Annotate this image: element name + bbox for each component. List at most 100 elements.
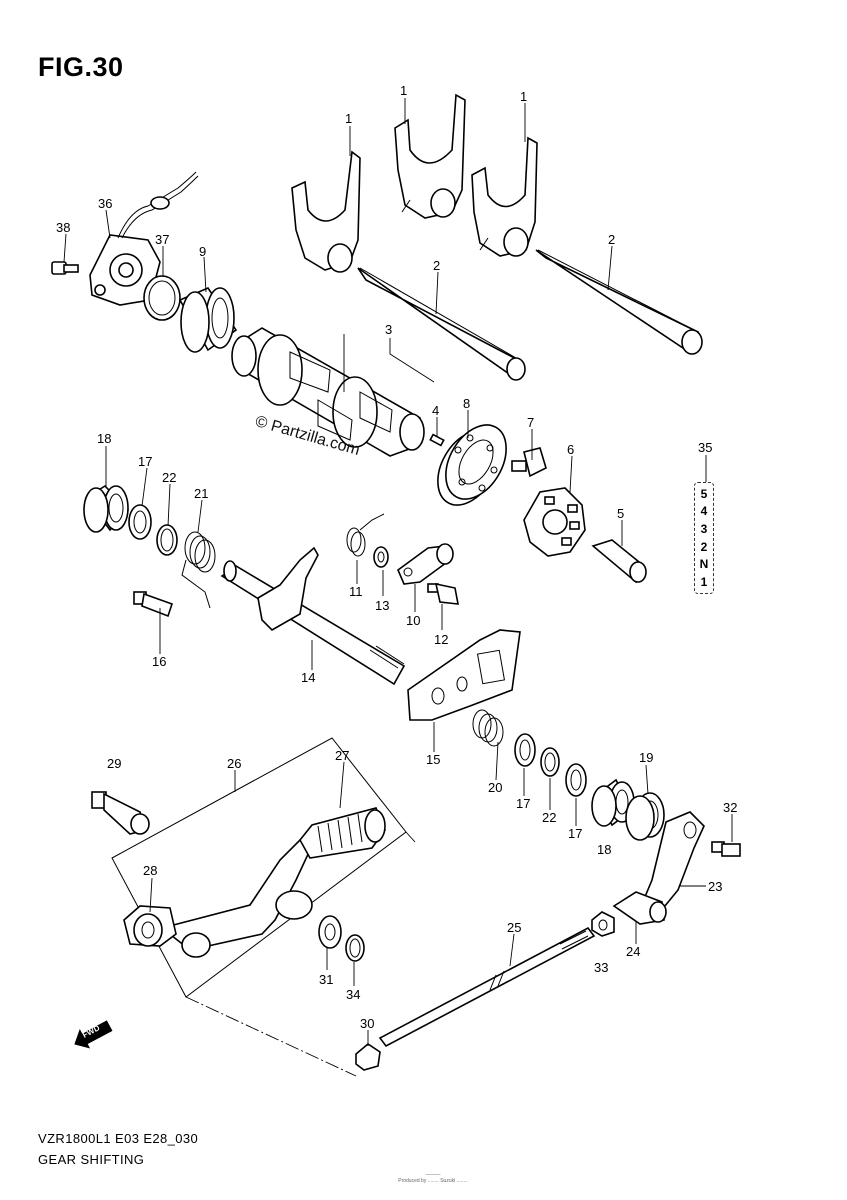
- bearing-9[interactable]: [178, 287, 238, 353]
- stud-16[interactable]: [133, 591, 174, 618]
- joint-24[interactable]: [612, 891, 667, 925]
- label-part-12: 12: [434, 632, 448, 647]
- fork-shaft-right[interactable]: [535, 249, 703, 355]
- small-print-line: ———: [425, 1172, 441, 1178]
- oil-seal-19[interactable]: [625, 792, 665, 841]
- small-print: ——— Produced by ........ Suzuki ........: [368, 1172, 498, 1184]
- circlip-34[interactable]: [345, 934, 365, 962]
- fwd-arrow-icon: [66, 1013, 117, 1057]
- shift-fork-right[interactable]: [471, 136, 538, 257]
- circlip-22-upper[interactable]: [156, 524, 178, 556]
- label-part-17: 17: [516, 796, 530, 811]
- label-part-28: 28: [143, 863, 157, 878]
- label-part-13: 13: [375, 598, 389, 613]
- part-number-labels: 1 1 1 2 2 3 4 5 6 7 8 9 10 11 12 13 14 1…: [56, 83, 737, 1031]
- small-print-line: Produced by ........ Suzuki ........: [398, 1178, 468, 1184]
- model-code: VZR1800L1 E03 E28_030: [38, 1131, 199, 1146]
- label-part-22: 22: [542, 810, 556, 825]
- label-part-18: 18: [97, 431, 111, 446]
- label-part-8: 8: [463, 396, 470, 411]
- label-part-32: 32: [723, 800, 737, 815]
- washer-17-upper[interactable]: [128, 504, 152, 540]
- gearshift-rod-25[interactable]: [378, 926, 596, 1048]
- label-part-17: 17: [568, 826, 582, 841]
- washer-31[interactable]: [318, 915, 342, 949]
- label-part-21: 21: [194, 486, 208, 501]
- label-part-2: 2: [433, 258, 440, 273]
- label-part-25: 25: [507, 920, 521, 935]
- washer-17-lower[interactable]: [565, 763, 587, 797]
- label-part-14: 14: [301, 670, 315, 685]
- bearing-8[interactable]: [425, 414, 518, 515]
- label-part-7: 7: [527, 415, 534, 430]
- gear-shift-cam[interactable]: [231, 327, 425, 457]
- gearshift-arm-23[interactable]: [640, 811, 705, 913]
- label-part-36: 36: [98, 196, 112, 211]
- figure-title: FIG.30: [38, 52, 124, 82]
- pin-4[interactable]: [429, 433, 445, 447]
- label-part-35: 35: [698, 440, 712, 455]
- bolt-12[interactable]: [427, 582, 459, 605]
- sensor-bolt[interactable]: [51, 261, 79, 275]
- label-part-31: 31: [319, 972, 333, 987]
- gearshift-lever-26[interactable]: [160, 838, 313, 958]
- gear-position: 5: [700, 486, 708, 501]
- cam-driven-gear-6[interactable]: [523, 487, 586, 557]
- label-part-1: 1: [520, 89, 527, 104]
- washer-17-mid[interactable]: [514, 733, 536, 767]
- gear-position-sensor[interactable]: [89, 171, 199, 306]
- label-part-19: 19: [639, 750, 653, 765]
- nut-30[interactable]: [355, 1043, 381, 1071]
- label-part-33: 33: [594, 960, 608, 975]
- label-part-1: 1: [345, 111, 352, 126]
- spring-11[interactable]: [346, 513, 385, 557]
- shift-fork-middle[interactable]: [394, 93, 466, 219]
- bearing-18-lower[interactable]: [591, 778, 635, 827]
- label-part-29: 29: [107, 756, 121, 771]
- bolt-7[interactable]: [511, 447, 547, 478]
- label-part-3: 3: [385, 322, 392, 337]
- label-part-24: 24: [626, 944, 640, 959]
- bolt-32[interactable]: [711, 841, 741, 857]
- gear-shift-shaft-14[interactable]: [220, 546, 406, 686]
- pin-5[interactable]: [591, 539, 647, 584]
- label-part-22: 22: [162, 470, 176, 485]
- label-part-38: 38: [56, 220, 70, 235]
- gear-position: N: [699, 557, 709, 572]
- o-ring-37[interactable]: [143, 275, 181, 321]
- cam-stopper-10[interactable]: [397, 543, 454, 585]
- section-name: GEAR SHIFTING: [38, 1152, 145, 1167]
- circlip-22-lower[interactable]: [540, 747, 560, 777]
- label-part-6: 6: [567, 442, 574, 457]
- footrest-rubber-27[interactable]: [299, 807, 386, 859]
- pivot-28[interactable]: [123, 905, 177, 947]
- label-part-23: 23: [708, 879, 722, 894]
- label-part-10: 10: [406, 613, 420, 628]
- label-part-34: 34: [346, 987, 360, 1002]
- label-part-17: 17: [138, 454, 152, 469]
- washer-13[interactable]: [373, 546, 389, 568]
- gear-position: 1: [700, 575, 708, 590]
- label-part-1: 1: [400, 83, 407, 98]
- shift-fork-left[interactable]: [291, 150, 361, 273]
- label-part-37: 37: [155, 232, 169, 247]
- spring-20[interactable]: [472, 709, 504, 747]
- label-part-15: 15: [426, 752, 440, 767]
- label-part-4: 4: [432, 403, 439, 418]
- callout-lines: [63, 98, 733, 1046]
- label-part-27: 27: [335, 748, 349, 763]
- fork-shaft-left[interactable]: [357, 267, 526, 381]
- gear-shift-arm-15[interactable]: [407, 629, 521, 721]
- label-part-9: 9: [199, 244, 206, 259]
- return-spring-21[interactable]: [181, 531, 216, 609]
- label-part-16: 16: [152, 654, 166, 669]
- label-part-20: 20: [488, 780, 502, 795]
- bolt-29[interactable]: [91, 791, 150, 835]
- gear-position-indicator: 5 4 3 2 N 1: [694, 482, 714, 594]
- label-part-11: 11: [349, 584, 363, 599]
- label-part-18: 18: [597, 842, 611, 857]
- bearing-18-upper[interactable]: [83, 484, 130, 533]
- gear-position: 2: [700, 539, 708, 554]
- nut-33[interactable]: [591, 911, 615, 937]
